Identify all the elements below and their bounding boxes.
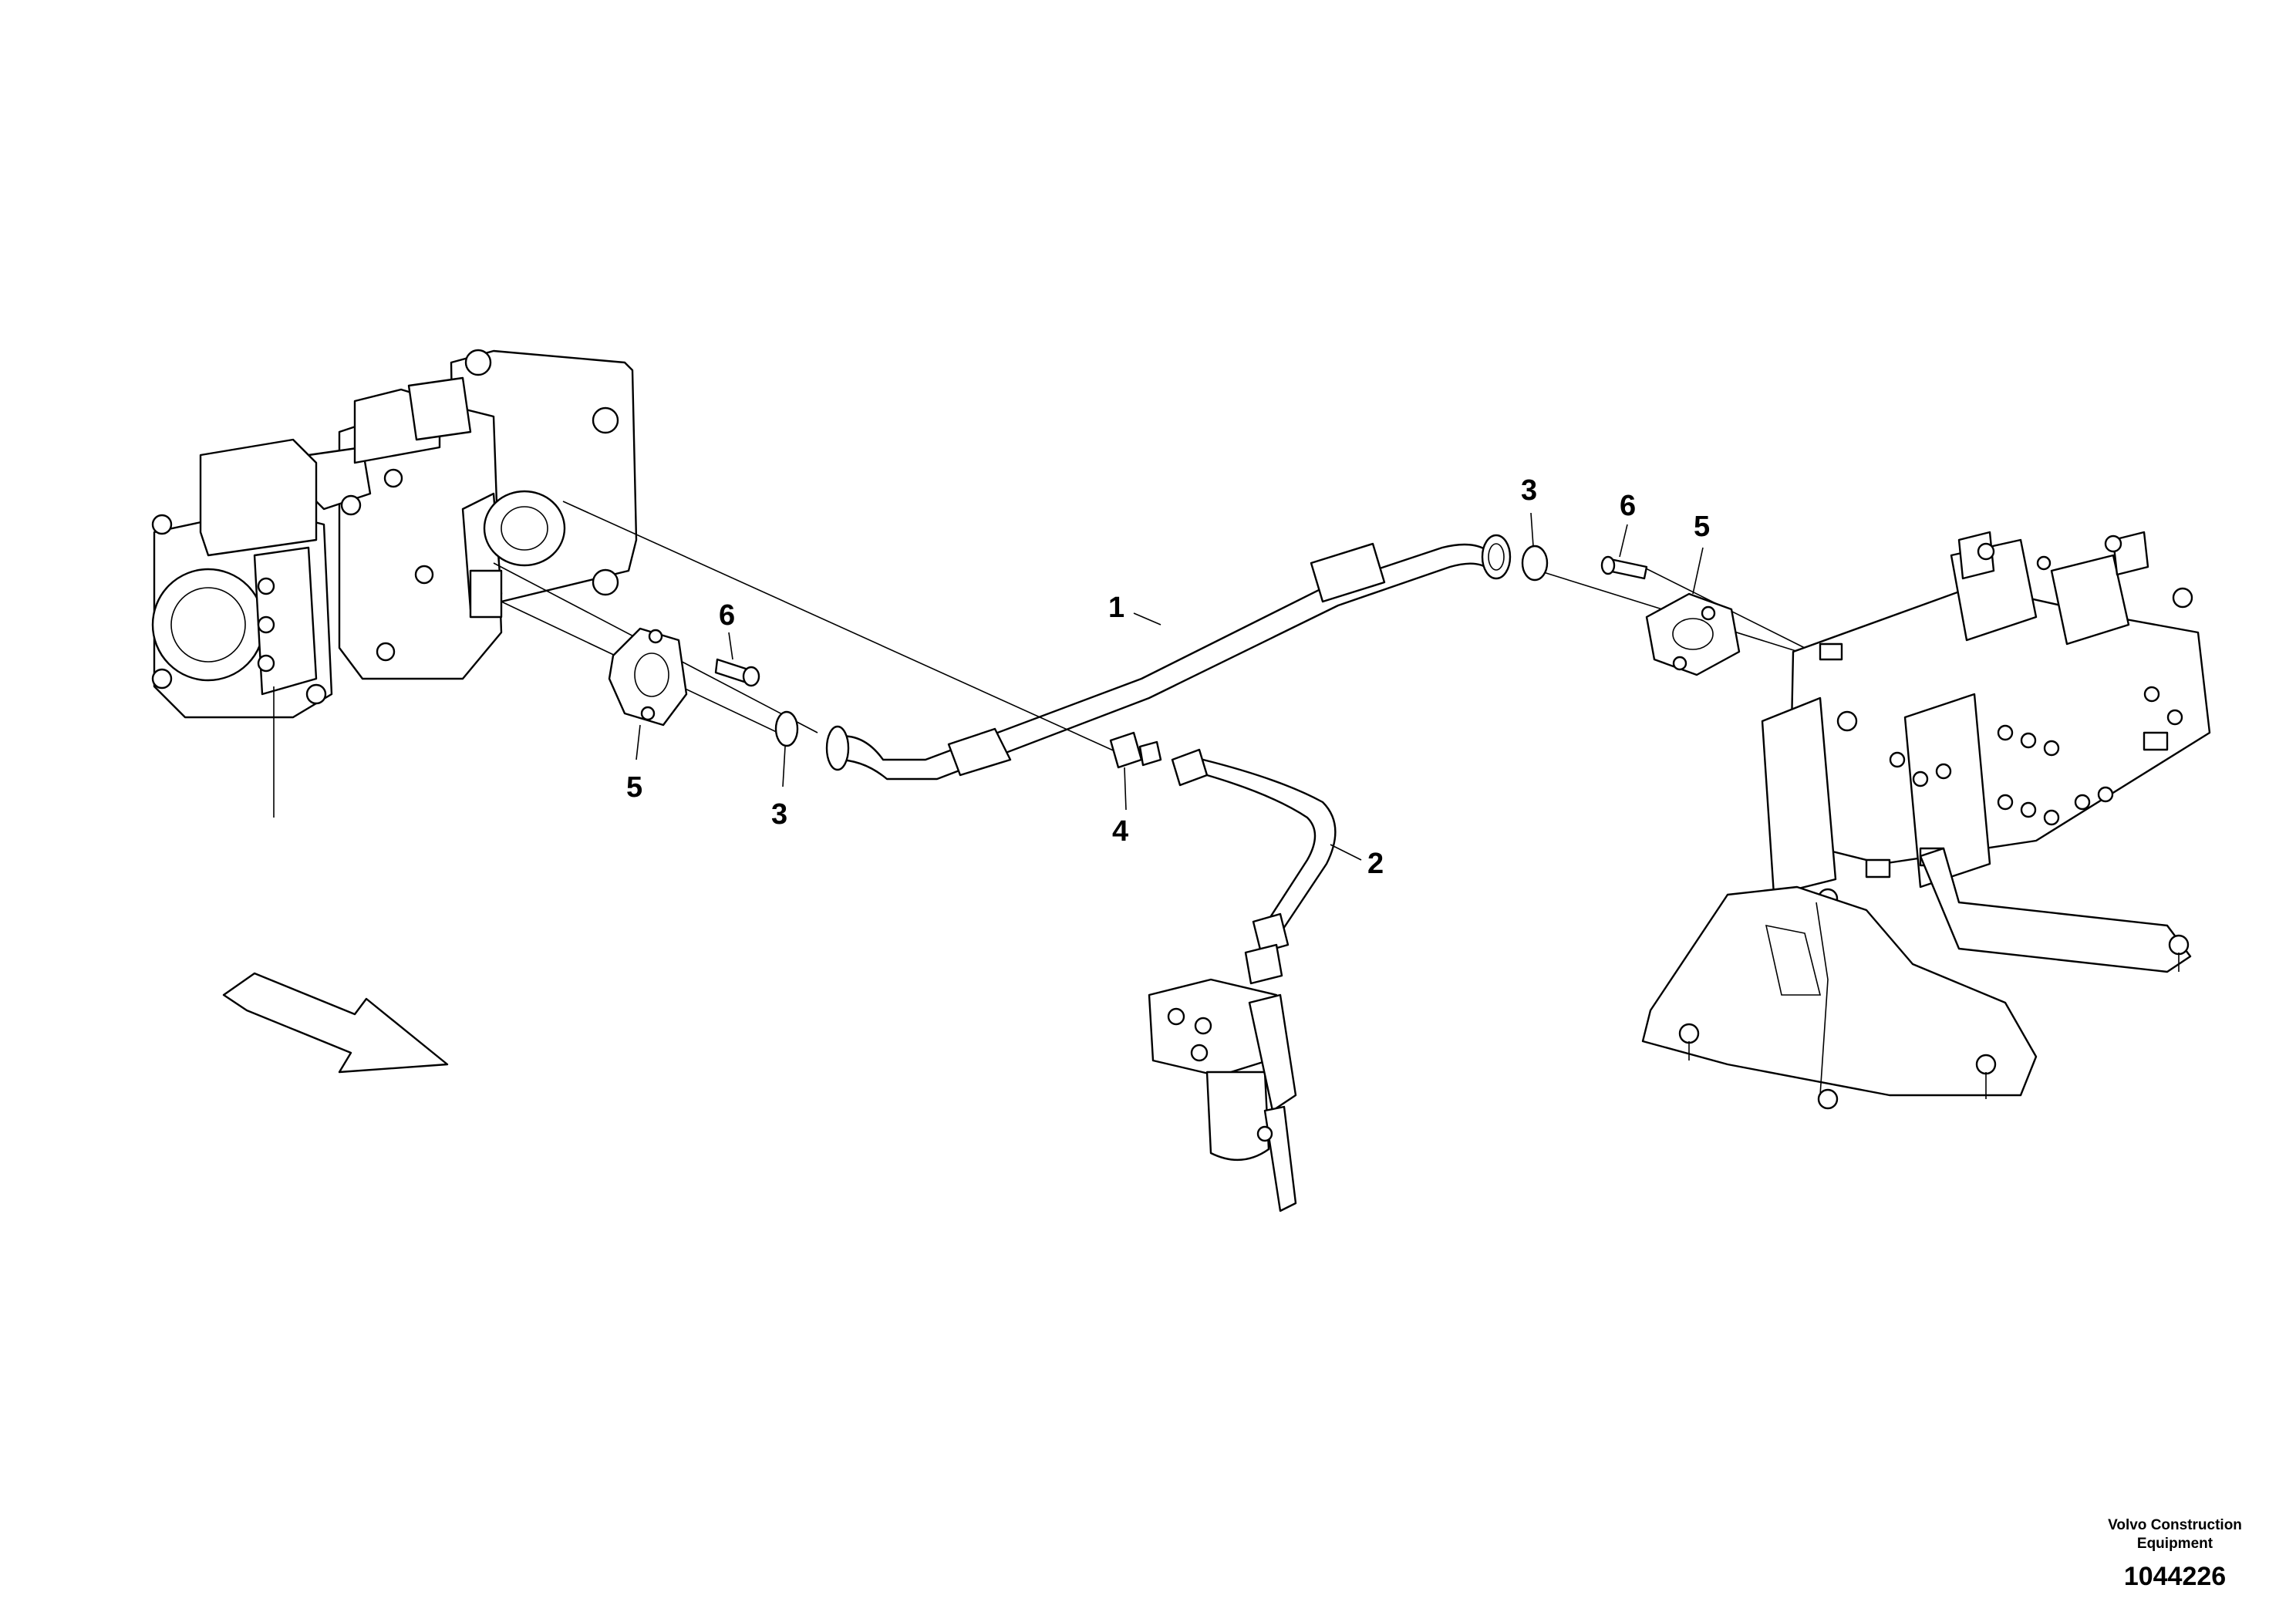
callout-screw-right: 6 bbox=[1620, 490, 1636, 522]
credit-line-1: Volvo Construction bbox=[2108, 1517, 2242, 1533]
oring-right bbox=[1521, 545, 1549, 582]
flange-right bbox=[1645, 592, 1741, 676]
oring-left bbox=[774, 710, 799, 747]
callout-nipple: 4 bbox=[1112, 815, 1128, 848]
drawing-number: 1044226 bbox=[2124, 1562, 2226, 1591]
callout-oring-right: 3 bbox=[1521, 474, 1537, 507]
accumulator-valve bbox=[1148, 978, 1297, 1212]
callout-flange-left: 5 bbox=[626, 771, 642, 804]
credit-line-2: Equipment bbox=[2137, 1536, 2213, 1552]
screw-right bbox=[1600, 555, 1648, 580]
flange-left bbox=[608, 627, 688, 727]
forward-direction-arrow bbox=[222, 972, 449, 1074]
hose-1 bbox=[825, 534, 1512, 781]
nipple bbox=[1109, 731, 1162, 769]
callout-hose-1: 1 bbox=[1108, 592, 1124, 624]
control-valve bbox=[1761, 531, 2211, 909]
leader-lines bbox=[636, 512, 1704, 861]
callout-screw-left: 6 bbox=[719, 599, 735, 632]
callout-flange-right: 5 bbox=[1694, 511, 1710, 543]
assembly-center-lines bbox=[493, 501, 1836, 760]
hose-2 bbox=[1171, 748, 1337, 985]
valve-bracket bbox=[1641, 847, 2192, 1110]
callout-hose-2: 2 bbox=[1367, 848, 1384, 880]
callout-oring-left: 3 bbox=[771, 798, 787, 831]
hydraulic-pump bbox=[151, 349, 638, 818]
screw-left bbox=[714, 658, 760, 687]
